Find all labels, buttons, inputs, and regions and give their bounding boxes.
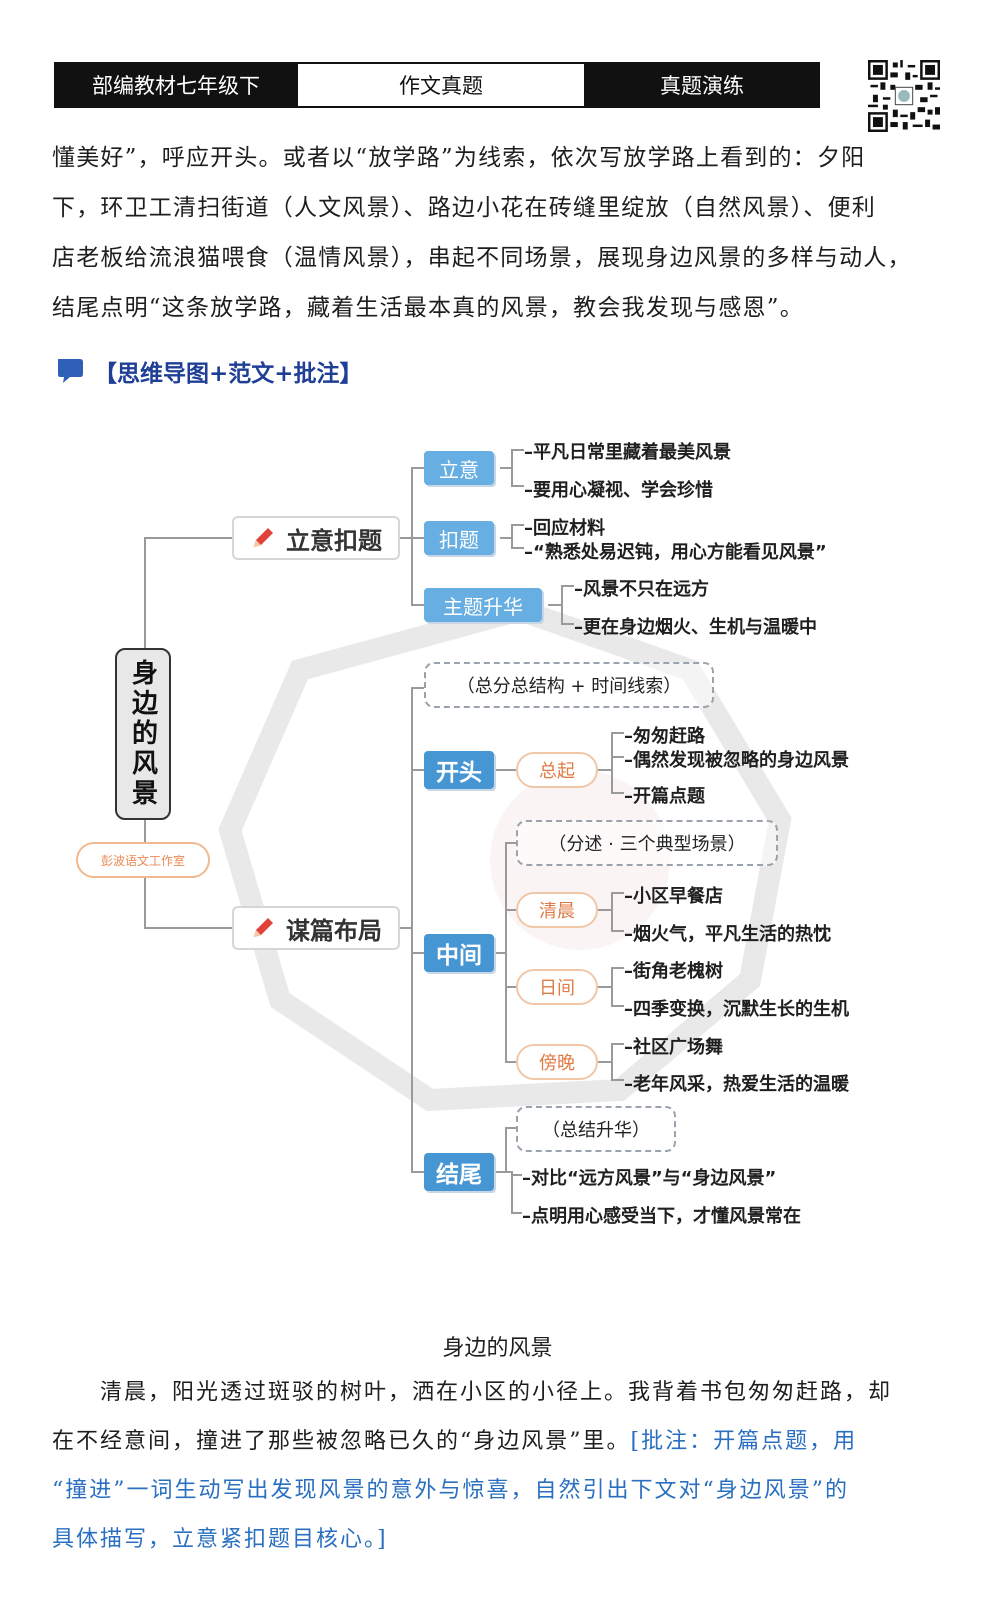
header-practice: 真题演练 [586,64,818,106]
middle-note: （分述 · 三个典型场景） [516,820,778,866]
mindmap-root: 身边的风景 [115,648,171,820]
leaf: –“熟悉处易迟钝，用心方能看见风景” [524,542,827,563]
node-theme-upgrade: 主题升华 [424,588,542,622]
annotation-line: 具体描写，立意紧扣题目核心。] [52,1527,388,1552]
node-evening: 傍晚 [516,1044,598,1080]
pencil-icon [254,918,273,937]
qr-code-icon [868,60,940,132]
node-opening: 开头 [424,751,494,789]
intro-line: 店老板给流浪猫喂食（温情风景），串起不同场景，展现身边风景的多样与动人， [52,245,912,271]
leaf: –对比“远方风景”与“身边风景” [522,1168,777,1189]
leaf: –老年风采，热爱生活的温暖 [624,1074,849,1095]
header-grade: 部编教材七年级下 [56,64,296,106]
leaf: –小区早餐店 [624,886,723,907]
leaf: –回应材料 [524,518,605,539]
essay-line: 清晨，阳光透过斑驳的树叶，洒在小区的小径上。我背着书包匆匆赶路，却 [100,1380,893,1405]
node-daytime: 日间 [516,969,598,1005]
leaf: –匆匆赶路 [624,726,705,747]
node-ending: 结尾 [424,1153,494,1191]
ending-note: （总结升华） [516,1106,676,1152]
intro-line: 懂美好”，呼应开头。或者以“放学路”为线索，依次写放学路上看到的：夕阳 [52,145,866,171]
essay-line: 在不经意间，撞进了那些被忽略已久的“身边风景”里。[批注：开篇点题，用 [52,1429,858,1454]
annotation-line: “撞进”一词生动写出发现风景的意外与惊喜，自然引出下文对“身边风景”的 [52,1478,849,1503]
essay-title: 身边的风景 [442,1336,553,1361]
leaf: –四季变换，沉默生长的生机 [624,999,849,1020]
pencil-icon [254,528,273,547]
leaf: –街角老槐树 [624,961,723,982]
branch-liyi-koti: 立意扣题 [232,516,400,560]
branch-structure: 谋篇布局 [232,906,400,950]
essay-body: 清晨，阳光透过斑驳的树叶，洒在小区的小径上。我背着书包匆匆赶路，却 在不经意间，… [52,1368,952,1564]
leaf: –偶然发现被忽略的身边风景 [624,750,849,771]
leaf: –要用心凝视、学会珍惜 [524,480,713,501]
node-morning: 清晨 [516,892,598,928]
intro-paragraph: 懂美好”，呼应开头。或者以“放学路”为线索，依次写放学路上看到的：夕阳 下，环卫… [52,133,952,333]
section-title: 【思维导图+范文+批注】 [56,354,363,388]
leaf: –社区广场舞 [624,1037,723,1058]
leaf: –烟火气，平凡生活的热忱 [624,924,831,945]
mindmap-connectors [144,449,792,1214]
header-topic: 作文真题 [296,64,586,106]
leaf: –更在身边烟火、生机与温暖中 [574,617,817,638]
node-liyi: 立意 [424,451,494,485]
intro-line: 下，环卫工清扫街道（人文风景）、路边小花在砖缝里绽放（自然风景）、便利 [52,195,876,221]
header-bar: 部编教材七年级下 作文真题 真题演练 [54,62,820,108]
node-overview: 总起 [516,752,598,788]
node-middle: 中间 [424,934,494,972]
intro-line: 结尾点明“这条放学路，藏着生活最本真的风景，教会我发现与感恩”。 [52,295,804,321]
comment-icon [58,359,83,383]
leaf: –风景不只在远方 [574,579,709,600]
structure-note: （总分总结构 + 时间线索） [424,662,714,708]
leaf: –点明用心感受当下，才懂风景常在 [522,1206,801,1227]
annotation: [批注：开篇点题，用 [630,1429,858,1454]
node-koti: 扣题 [424,521,494,555]
leaf: –开篇点题 [624,786,705,807]
leaf: –平凡日常里藏着最美风景 [524,442,731,463]
studio-badge: 彭波语文工作室 [76,842,210,878]
